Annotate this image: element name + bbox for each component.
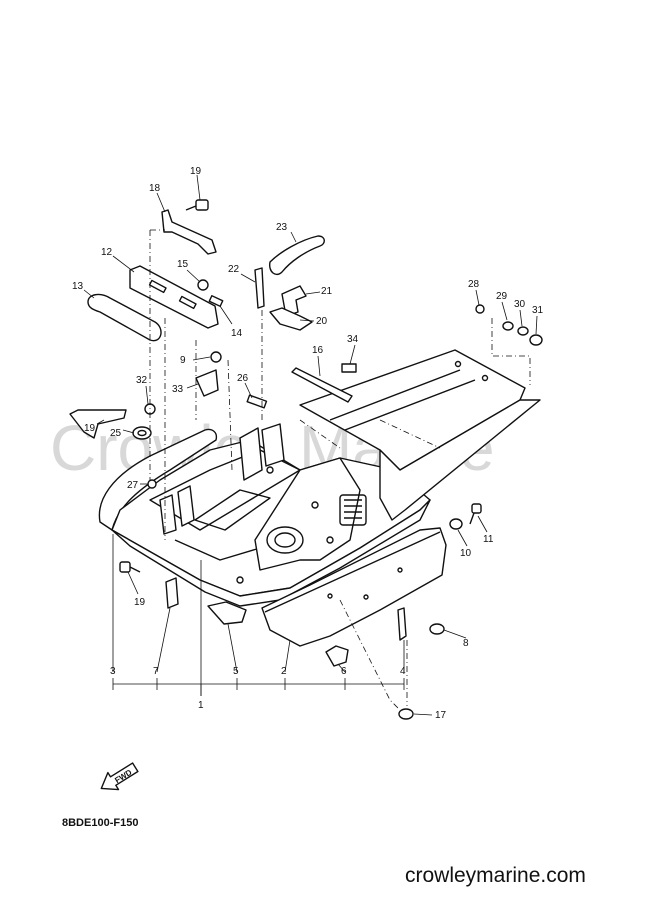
leader-lines — [83, 174, 538, 716]
pad-26-part — [246, 394, 268, 409]
callout-16: 16 — [312, 345, 324, 356]
callout-28: 28 — [468, 279, 480, 290]
callout-10: 10 — [460, 548, 472, 559]
bolt-19-top-part — [185, 199, 209, 211]
callout-9: 9 — [180, 355, 186, 366]
handle-24-part — [268, 235, 325, 276]
bottom-cowling-part — [98, 423, 431, 607]
callout-7: 7 — [153, 666, 159, 677]
clip-27-part — [147, 479, 157, 489]
callout-4: 4 — [400, 666, 406, 677]
washer-30-part — [517, 326, 529, 336]
bolt-28-part — [475, 304, 485, 314]
bracket-18-part — [161, 209, 217, 255]
callout-14: 14 — [231, 328, 243, 339]
callout-32: 33 — [172, 384, 184, 395]
callout-29: 29 — [496, 291, 508, 302]
plug-17-part — [398, 708, 414, 720]
pin-4-part — [397, 607, 407, 641]
diagram-code: 8BDE100-F150 — [62, 817, 139, 829]
callout-27: 27 — [127, 480, 139, 491]
callout-21: 20 — [316, 316, 328, 327]
callout-labels: 19 18 12 13 15 14 22 23 21 20 34 16 9 33… — [72, 166, 544, 721]
nut-31-part — [529, 334, 543, 346]
callout-1: 1 — [198, 700, 204, 711]
callout-33: 32 — [136, 375, 148, 386]
callout-11: 11 — [483, 534, 494, 545]
bolt-19-bottom-part — [119, 561, 141, 573]
nut-15-part — [197, 279, 209, 291]
callout-13: 13 — [72, 281, 84, 292]
callout-5: 5 — [233, 666, 239, 677]
clip-21-part — [269, 307, 313, 331]
washer-29-part — [502, 321, 514, 331]
bracket-23-part — [254, 267, 265, 309]
callout-23: 22 — [228, 264, 240, 275]
callout-2: 2 — [281, 666, 287, 677]
bracket-20-part — [69, 409, 127, 439]
callout-24: 23 — [276, 222, 288, 233]
bracket-32-part — [195, 369, 219, 397]
callout-30: 30 — [514, 299, 526, 310]
callout-17: 17 — [435, 710, 447, 721]
callout-19-top: 19 — [190, 166, 202, 177]
pad-14-part — [208, 295, 224, 307]
clip-6-part — [325, 645, 349, 667]
nut-9-part — [210, 351, 222, 363]
plug-8-part — [429, 623, 445, 635]
tag-7-part — [165, 577, 179, 609]
callout-19-bottom: 19 — [134, 597, 146, 608]
grip-13-part — [87, 293, 162, 342]
callout-8: 8 — [463, 638, 469, 649]
callout-31: 31 — [532, 305, 544, 316]
callout-15: 15 — [177, 259, 189, 270]
callout-34: 34 — [347, 334, 359, 345]
callout-12: 12 — [101, 247, 113, 258]
label-34-part — [341, 363, 357, 373]
callout-25: 25 — [110, 428, 122, 439]
assembly-lines — [149, 229, 531, 711]
fwd-arrow-icon: FWD — [100, 762, 139, 791]
bolt-11-part — [469, 503, 482, 525]
callout-3: 3 — [110, 666, 116, 677]
upper-housing-part — [299, 349, 541, 521]
callout-22: 21 — [321, 286, 333, 297]
callout-20: 19 — [84, 423, 96, 434]
pad-5-part — [207, 601, 247, 625]
callout-26: 26 — [237, 373, 249, 384]
callout-18: 18 — [149, 183, 161, 194]
site-footer-link[interactable]: crowleymarine.com — [405, 864, 586, 887]
grommet-25-part — [132, 426, 152, 440]
grommet-10-part — [449, 518, 463, 530]
callout-6: 6 — [341, 666, 347, 677]
strip-16-part — [291, 367, 353, 403]
